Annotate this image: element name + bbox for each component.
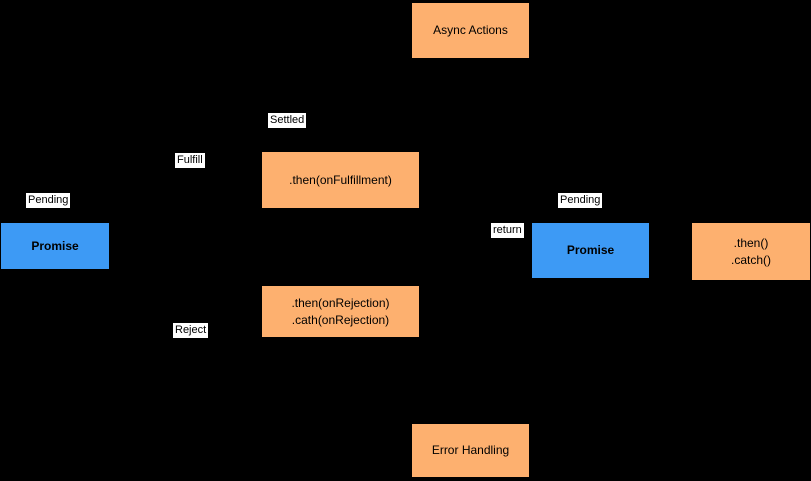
node-then-on-rejection-label-line1: .then(onRejection): [291, 295, 390, 310]
node-then-catch[interactable]: .then() .catch(): [691, 222, 811, 281]
node-error-handling[interactable]: Error Handling: [411, 423, 530, 478]
node-async-actions-label: Async Actions: [433, 23, 508, 37]
arrowhead-async: [403, 27, 411, 35]
edge-promise-to-settled: [110, 129, 268, 239]
edge-fulfill-to-async: [339, 30, 411, 151]
arrowhead-error: [403, 446, 411, 454]
node-then-on-rejection[interactable]: .then(onRejection) .cath(onRejection): [261, 285, 420, 338]
edge-label-reject: Reject: [173, 323, 209, 338]
edge-label-return: return: [491, 223, 524, 238]
node-then-on-fulfillment[interactable]: .then(onFulfillment): [261, 151, 420, 209]
node-then-on-fulfillment-label: .then(onFulfillment): [289, 172, 392, 187]
edge-label-pending-initial: Pending: [26, 193, 71, 208]
edge-settled-to-fulfill: [214, 169, 262, 181]
node-promise-returned[interactable]: Promise: [531, 222, 650, 279]
node-error-handling-label: Error Handling: [431, 443, 510, 457]
node-promise-initial-label: Promise: [31, 238, 79, 253]
edge-label-settled: Settled: [268, 113, 307, 128]
edge-label-pending-returned: Pending: [558, 193, 603, 208]
node-then-catch-label-line1: .then(): [733, 235, 769, 250]
edge-label-fulfill: Fulfill: [175, 153, 205, 168]
node-then-on-rejection-label-line2: .cath(onRejection): [291, 312, 390, 327]
arrowhead-settled: [260, 126, 268, 134]
edge-reject-to-error: [339, 338, 411, 451]
edge-error-to-promise-right: [530, 279, 591, 451]
node-then-catch-label-line2: .catch(): [730, 252, 771, 267]
node-promise-initial[interactable]: Promise: [0, 222, 110, 270]
arrowhead-then-catch: [683, 247, 691, 255]
node-async-actions[interactable]: Async Actions: [411, 2, 530, 59]
edge-promise-to-reject: [110, 255, 262, 332]
node-promise-returned-label: Promise: [566, 243, 615, 257]
